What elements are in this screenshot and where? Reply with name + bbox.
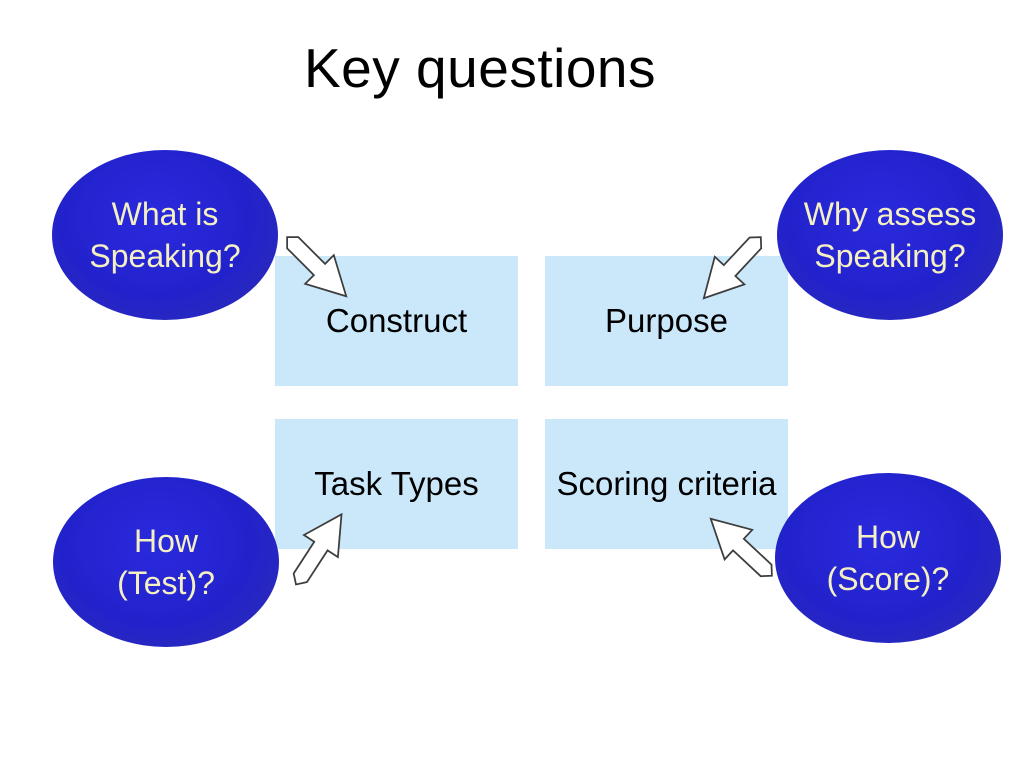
ellipse-why-assess-speaking-text: Why assess Speaking? — [804, 193, 976, 277]
slide-title: Key questions — [304, 37, 656, 99]
ellipse-how-test: How (Test)? — [53, 477, 279, 647]
ellipse-text-line: What is — [111, 196, 219, 232]
ellipse-how-test-text: How (Test)? — [117, 520, 215, 604]
arrow-up-left-icon — [692, 499, 790, 596]
ellipse-text-line: Speaking? — [89, 238, 241, 274]
box-purpose-label: Purpose — [605, 302, 728, 339]
ellipse-text-line: (Test)? — [117, 565, 215, 601]
arrow-down-right-icon — [268, 218, 366, 316]
ellipse-text-line: (Score)? — [826, 561, 950, 597]
box-task-types-label: Task Types — [314, 465, 479, 502]
ellipse-text-line: How — [855, 519, 920, 555]
ellipse-how-score: How (Score)? — [775, 473, 1001, 643]
ellipse-text-line: Speaking? — [814, 238, 966, 274]
arrow-down-left-icon — [684, 219, 781, 317]
box-construct: Construct — [275, 256, 518, 386]
ellipse-text-line: How — [133, 523, 198, 559]
box-scoring-criteria: Scoring criteria — [545, 419, 788, 549]
ellipse-what-is-speaking: What is Speaking? — [52, 150, 278, 320]
box-construct-label: Construct — [325, 302, 468, 339]
ellipse-text-line: Why assess — [803, 196, 977, 232]
box-purpose: Purpose — [545, 256, 788, 386]
ellipse-what-is-speaking-text: What is Speaking? — [89, 193, 240, 277]
box-task-types: Task Types — [275, 419, 518, 549]
box-scoring-criteria-label: Scoring criteria — [556, 465, 777, 502]
ellipse-how-score-text: How (Score)? — [827, 516, 950, 600]
ellipse-why-assess-speaking: Why assess Speaking? — [777, 150, 1003, 320]
arrow-up-right-icon — [274, 498, 364, 599]
